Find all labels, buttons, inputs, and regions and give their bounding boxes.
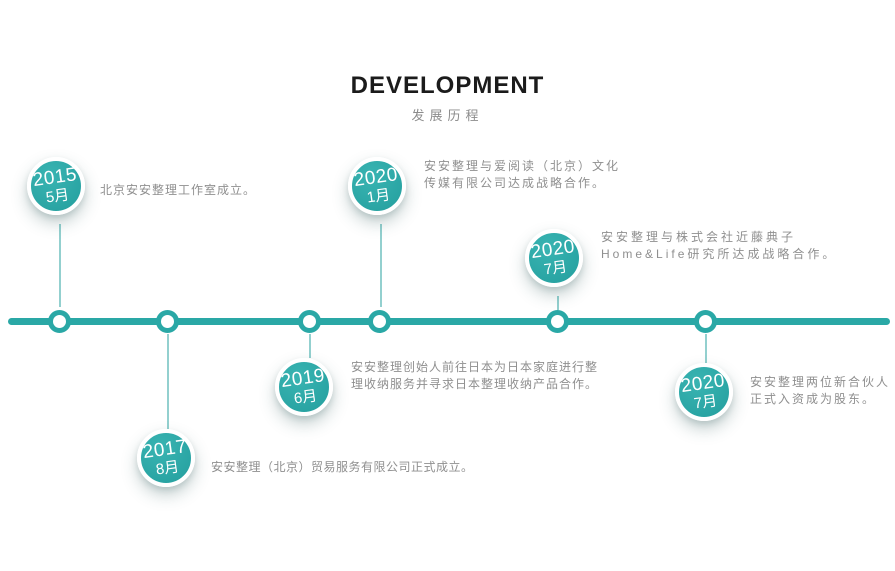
description-line: 安安整理两位新合伙人 [750, 375, 891, 389]
date-label: 2017 8月 [141, 436, 190, 480]
description-line: Home&Life研究所达成战略合作。 [601, 247, 838, 261]
timeline-node [298, 310, 321, 333]
connector-line [380, 224, 382, 307]
timeline-node [694, 310, 717, 333]
timeline-axis [8, 318, 890, 325]
event-description: 安安整理（北京）贸易服务有限公司正式成立。 [211, 459, 474, 476]
event-description: 安安整理创始人前往日本为日本家庭进行整 理收纳服务并寻求日本整理收纳产品合作。 [351, 359, 598, 393]
description-line: 安安整理创始人前往日本为日本家庭进行整 [351, 360, 599, 374]
date-bubble: 2020 1月 [348, 157, 406, 215]
description-line: 北京安安整理工作室成立。 [100, 183, 257, 197]
timeline-node [546, 310, 569, 333]
header: DEVELOPMENT 发展历程 [0, 72, 895, 124]
description-line: 正式入资成为股东。 [750, 392, 877, 406]
date-bubble: 2020 7月 [675, 363, 733, 421]
date-bubble: 2019 6月 [275, 358, 333, 416]
description-line: 安安整理与株式会社近藤典子 [601, 230, 797, 244]
date-bubble: 2017 8月 [137, 429, 195, 487]
page-title: DEVELOPMENT [350, 72, 545, 99]
date-bubble: 2015 5月 [27, 157, 85, 215]
date-label: 2020 7月 [529, 236, 578, 280]
connector-line [557, 296, 559, 310]
timeline-node [368, 310, 391, 333]
description-line: 安安整理与爱阅读（北京）文化 [424, 159, 621, 173]
event-description: 安安整理与爱阅读（北京）文化 传媒有限公司达成战略合作。 [424, 158, 620, 192]
event-description: 安安整理两位新合伙人 正式入资成为股东。 [750, 374, 890, 408]
description-line: 安安整理（北京）贸易服务有限公司正式成立。 [211, 460, 474, 474]
description-line: 理收纳服务并寻求日本整理收纳产品合作。 [351, 377, 599, 391]
timeline-node [156, 310, 179, 333]
page-subtitle: 发展历程 [411, 108, 484, 123]
connector-line [705, 334, 707, 363]
date-label: 2015 5月 [31, 164, 80, 208]
event-description: 北京安安整理工作室成立。 [100, 182, 256, 199]
date-label: 2020 7月 [679, 370, 728, 414]
date-label: 2020 1月 [352, 164, 401, 208]
date-bubble: 2020 7月 [525, 229, 583, 287]
timeline-node [48, 310, 71, 333]
event-description: 安安整理与株式会社近藤典子 Home&Life研究所达成战略合作。 [601, 229, 837, 263]
connector-line [59, 224, 61, 307]
description-line: 传媒有限公司达成战略合作。 [424, 176, 607, 190]
connector-line [167, 334, 169, 429]
connector-line [309, 334, 311, 358]
date-label: 2019 6月 [279, 365, 328, 409]
